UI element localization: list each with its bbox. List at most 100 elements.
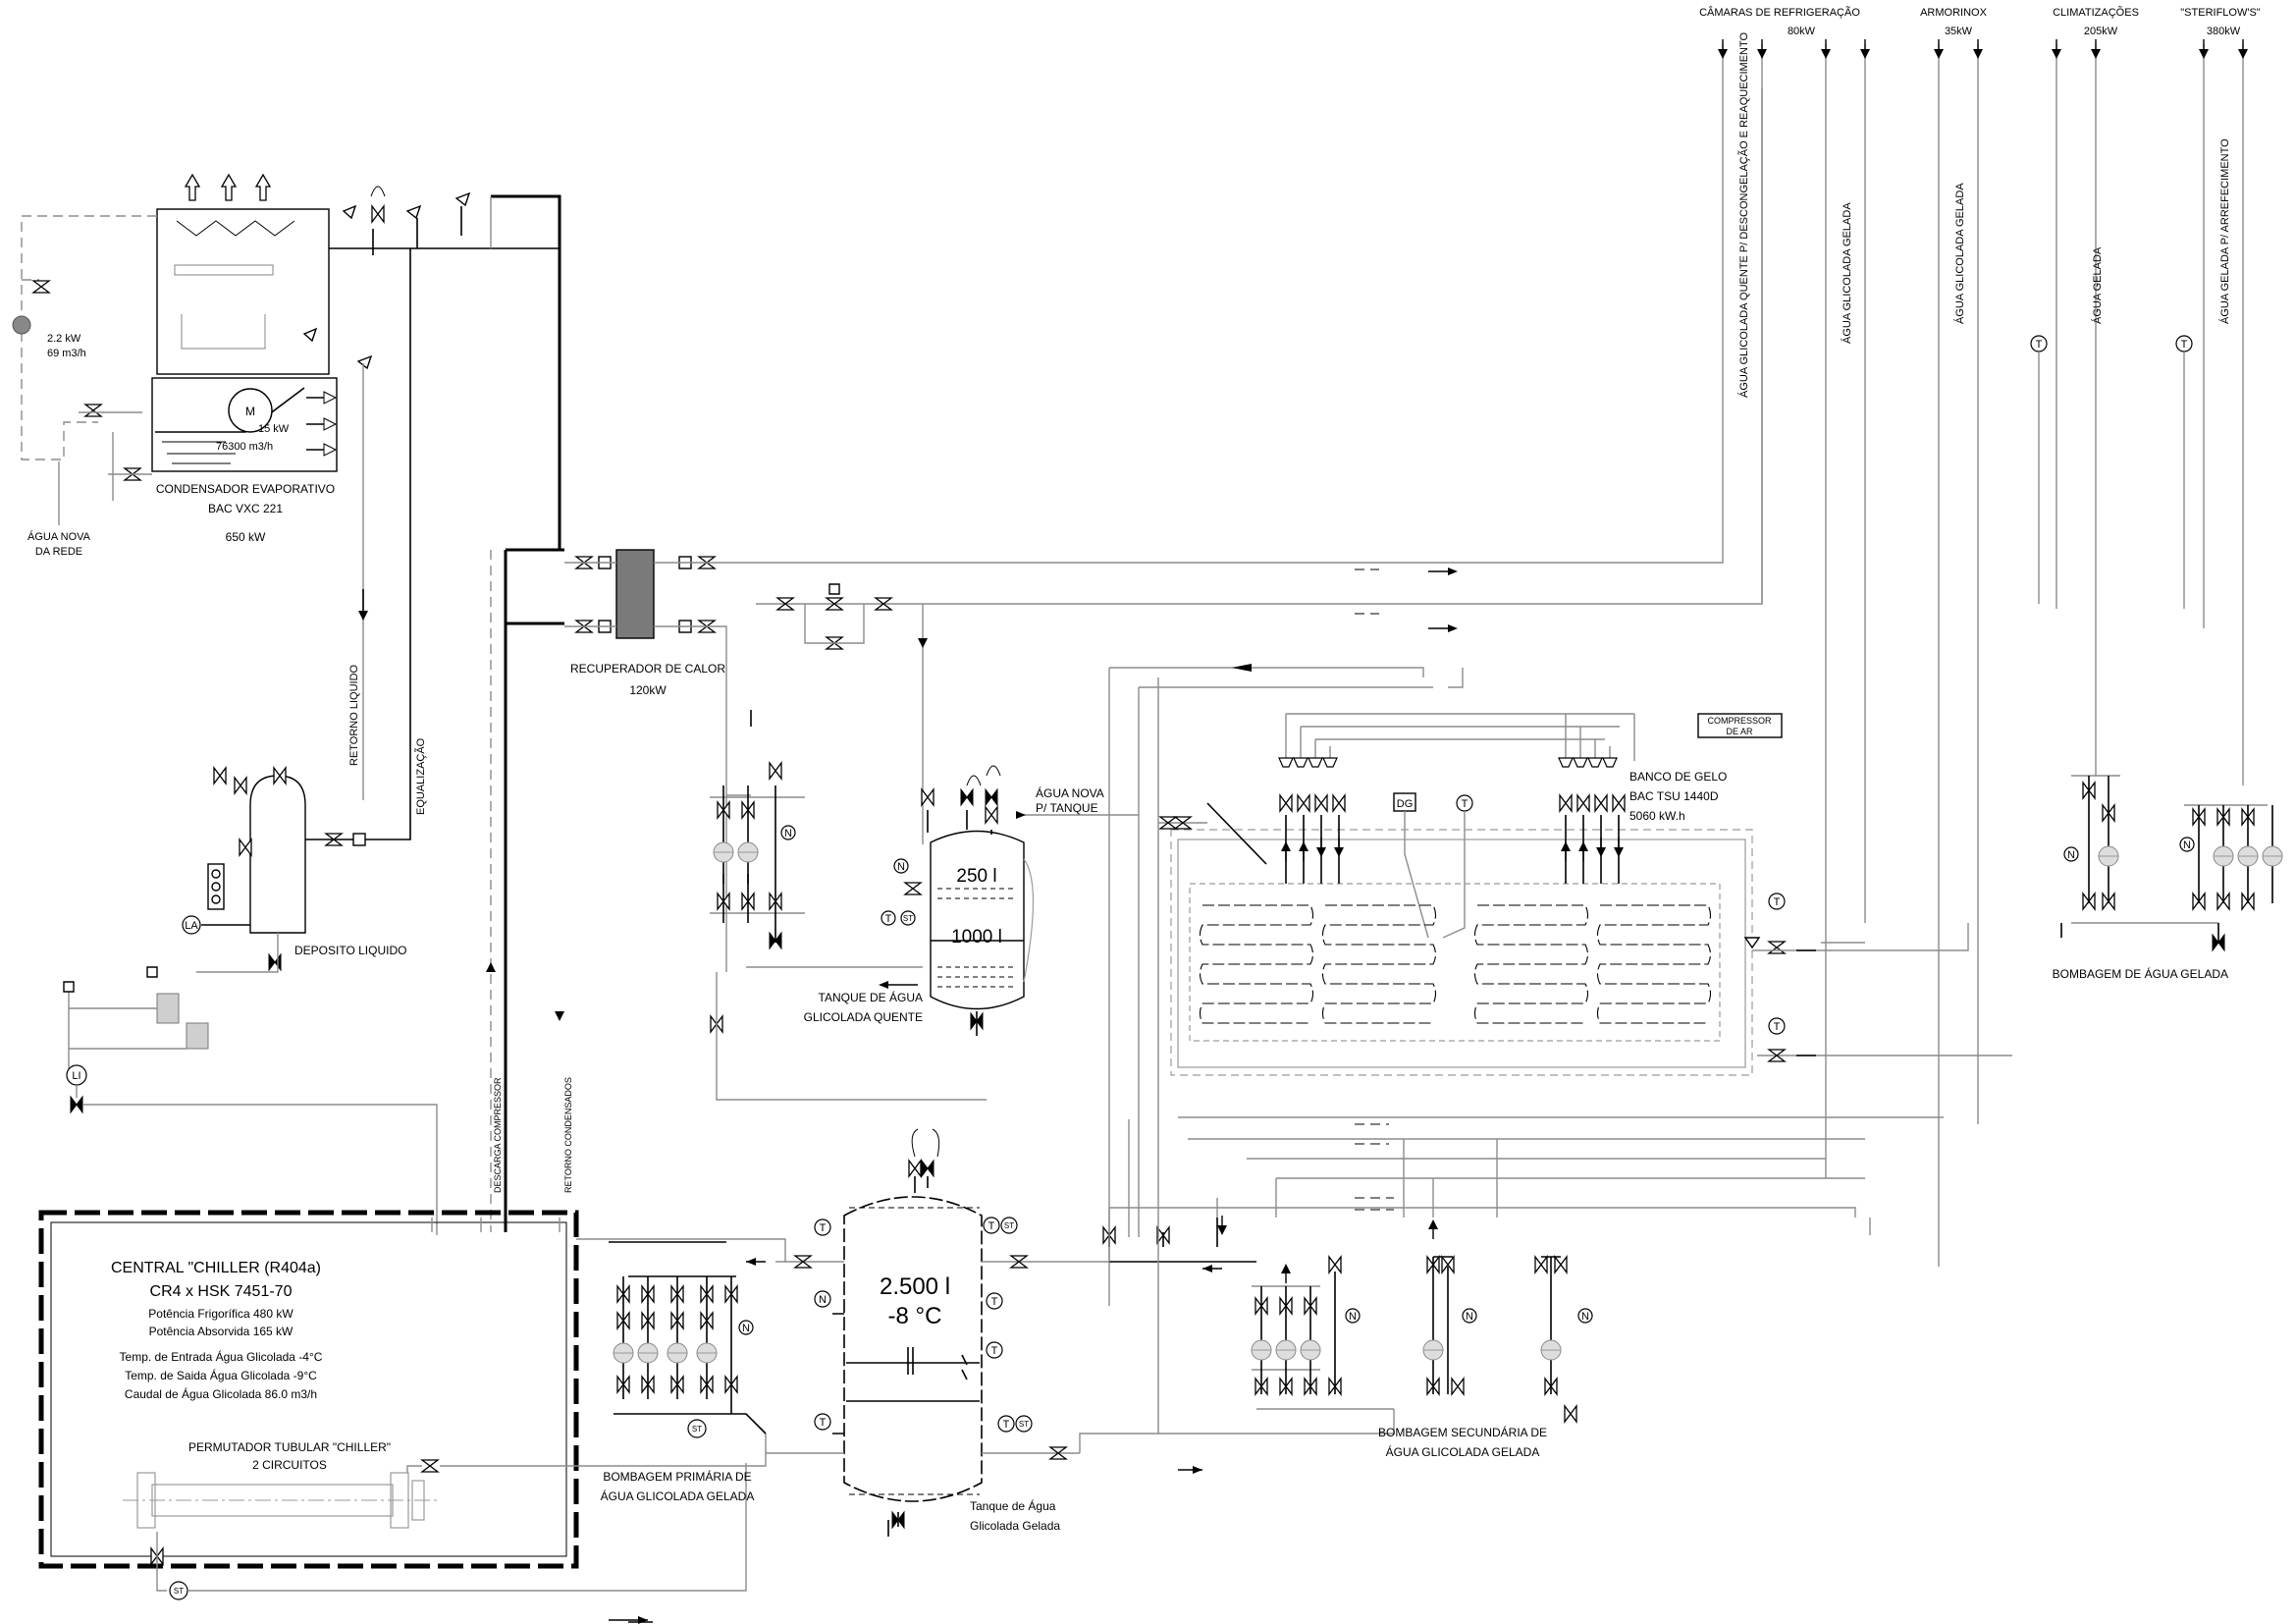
chilled-pump-m1: N — [2067, 849, 2075, 861]
hot-tank-temp: T — [885, 913, 892, 925]
motor-power: 15 kW — [258, 423, 290, 435]
chiller-line-1: Potência Frigorífica 480 kW — [148, 1307, 294, 1321]
chiller-param-1: Temp. de Entrada Água Glicolada -4°C — [120, 1349, 323, 1364]
condenser-capacity: 650 kW — [226, 530, 266, 544]
cold-tank-title-2: Glicolada Gelada — [970, 1519, 1060, 1533]
ice-bank-return-temp: T — [1774, 1021, 1781, 1033]
secondary-pumping-1: BOMBAGEM SECUNDÁRIA DE — [1378, 1425, 1547, 1439]
heat-recovery-title: RECUPERADOR DE CALOR — [570, 662, 725, 676]
hot-tank-lower-volume: 1000 l — [951, 927, 1002, 947]
cold-tank-t3: T — [991, 1345, 998, 1357]
hot-pump-manometer: N — [784, 828, 792, 839]
secondary-pump-set: N N N BOMBAGEM SECUNDÁRIA DE ÁGUA GLICOL… — [1079, 677, 1944, 1459]
secondary-pump-m1: N — [1349, 1311, 1357, 1323]
dg-tag: DG — [1397, 798, 1414, 810]
consumer-4-power: 380kW — [2207, 26, 2241, 37]
steriflow-temp: T — [2181, 339, 2188, 351]
chilled-water-pump-set: N N BOMBAGEM DE ÁGUA GELADA — [2053, 775, 2283, 981]
ice-bank-model: BAC TSU 1440D — [1629, 789, 1719, 803]
cold-tank-title-1: Tanque de Água — [970, 1498, 1056, 1513]
chiller-plant: CENTRAL "CHILLER (R404a) CR4 x HSK 7451-… — [38, 962, 767, 1623]
secondary-pump-m2: N — [1466, 1311, 1473, 1323]
heat-recovery-capacity: 120kW — [629, 683, 667, 697]
fresh-water-2: P/ TANQUE — [1036, 801, 1098, 815]
chiller-model: CR4 x HSK 7451-70 — [150, 1283, 293, 1300]
ice-bank-capacity: 5060 kW.h — [1629, 809, 1685, 823]
riser-hot-glycol: ÁGUA GLICOLADA QUENTE P/ DESCONGELAÇÃO E… — [1737, 32, 1750, 398]
consumer-risers: CÂMARAS DE REFRIGERAÇÃO 80kW ARMORINOX 3… — [1699, 6, 2261, 1267]
receiver-title: DEPOSITO LIQUIDO — [294, 944, 406, 957]
condenser-airflow: 76300 m3/h — [216, 441, 273, 453]
chiller-param-2: Temp. de Saida Água Glicolada -9°C — [125, 1368, 317, 1382]
consumer-3-name: CLIMATIZAÇÕES — [2053, 6, 2139, 19]
hot-water-pump-set: N — [710, 710, 987, 1101]
pump-flow: 69 m3/h — [47, 348, 86, 359]
chiller-param-3: Caudal de Água Glicolada 86.0 m3/h — [125, 1386, 317, 1401]
secondary-pumping-2: ÁGUA GLICOLADA GELADA — [1386, 1444, 1540, 1459]
primary-pumping-2: ÁGUA GLICOLADA GELADA — [601, 1489, 755, 1503]
chilled-pumping-title: BOMBAGEM DE ÁGUA GELADA — [2053, 966, 2228, 981]
cold-glycol-tank: 2.500 l -8 °C Tanque de Água Glicolada G… — [766, 1128, 1202, 1537]
pump-power: 2.2 kW — [47, 333, 81, 345]
ice-bank: COMPRESSOR DE AR BANCO DE GELO BAC TSU 1… — [1108, 664, 2012, 1306]
chilled-pump-m2: N — [2183, 839, 2191, 851]
condensate-label: RETORNO CONDENSADOS — [563, 1077, 573, 1193]
liquid-return-lines: RETORNO LIQUIDO EQUALIZAÇÃO — [348, 248, 427, 840]
cold-tank-temp-out: T — [988, 1220, 995, 1232]
secondary-pump-m3: N — [1581, 1311, 1589, 1323]
chiller-line-2: Potência Absorvida 165 kW — [149, 1325, 294, 1338]
hot-tank-title-1: TANQUE DE ÁGUA — [819, 990, 923, 1004]
ice-coils — [1189, 883, 1721, 1042]
air-compressor-2: DE AR — [1726, 727, 1753, 736]
discharge-label: DESCARGA COMPRESSOR — [493, 1077, 503, 1193]
ice-bank-inlet-valves — [1206, 713, 1635, 884]
exchanger-title: PERMUTADOR TUBULAR "CHILLER" — [188, 1440, 391, 1454]
condenser-title: CONDENSADOR EVAPORATIVO — [156, 482, 335, 496]
chiller-title: CENTRAL "CHILLER (R404a) — [111, 1260, 321, 1276]
riser-cold-glycol-2: ÁGUA GLICOLADA GELADA — [1953, 183, 1966, 324]
hot-tank-title-2: GLICOLADA QUENTE — [804, 1010, 923, 1024]
consumer-1-power: 80kW — [1788, 26, 1816, 37]
water-supply-1: ÁGUA NOVA — [27, 530, 91, 543]
condenser-model: BAC VXC 221 — [208, 502, 283, 515]
heat-recovery-exchanger: RECUPERADOR DE CALOR 120kW — [490, 88, 1724, 1232]
primary-pump-ts: ST — [692, 1425, 702, 1434]
condenser-water-loop: 2.2 kW 69 m3/h ÁGUA NOVA DA REDE — [12, 215, 157, 558]
ice-bank-temp: T — [1462, 798, 1468, 810]
hot-tank-level: N — [897, 861, 905, 873]
ice-bank-title: BANCO DE GELO — [1629, 770, 1727, 784]
tubular-exchanger — [123, 1472, 437, 1529]
cold-tank-ts2: ST — [1019, 1420, 1029, 1429]
air-compressor-1: COMPRESSOR — [1707, 716, 1772, 726]
evaporative-condenser: M — [151, 174, 338, 472]
cold-tank-t4: T — [820, 1417, 827, 1429]
riser-cold-glycol-1: ÁGUA GLICOLADA GELADA — [1841, 202, 1853, 344]
primary-pump-set: N ST BOMBAGEM PRIMÁRIA DE ÁGUA GLICOLADA… — [576, 1238, 786, 1503]
la-tag: LA — [185, 920, 198, 932]
cold-tank-temp: -8 °C — [888, 1303, 942, 1329]
cold-tank-t5: T — [1003, 1419, 1010, 1431]
cold-tank-level: N — [819, 1294, 827, 1306]
recovery-bypass — [756, 88, 1763, 844]
li-tag: LI — [72, 1070, 80, 1082]
ice-bank-outlet-temp: T — [1774, 896, 1781, 908]
liquid-return-label: RETORNO LIQUIDO — [348, 664, 360, 766]
liquid-receiver: LA DEPOSITO LIQUIDO — [182, 767, 406, 973]
hot-tank-ts: ST — [903, 914, 913, 923]
cold-tank-temp-in: T — [820, 1222, 827, 1234]
cold-tank-t2: T — [991, 1296, 998, 1308]
equalization-label: EQUALIZAÇÃO — [414, 737, 427, 815]
consumer-4-name: "STERIFLOW'S" — [2180, 7, 2261, 19]
exchanger-sub: 2 CIRCUITOS — [252, 1458, 327, 1472]
motor-label: M — [245, 405, 255, 418]
consumer-2-power: 35kW — [1945, 26, 1973, 37]
condenser-relief-valves — [302, 186, 561, 552]
oil-separators: LI — [63, 966, 438, 1235]
chiller-ts: ST — [174, 1587, 184, 1596]
cold-tank-ts: ST — [1004, 1221, 1014, 1230]
riser-chilled-cooling: ÁGUA GELADA P/ ARREFECIMENTO — [2218, 138, 2231, 324]
cold-tank-volume: 2.500 l — [880, 1273, 950, 1300]
lower-headers — [609, 942, 1871, 1624]
climatizacao-temp: T — [2036, 339, 2043, 351]
fresh-water-1: ÁGUA NOVA — [1036, 785, 1104, 800]
